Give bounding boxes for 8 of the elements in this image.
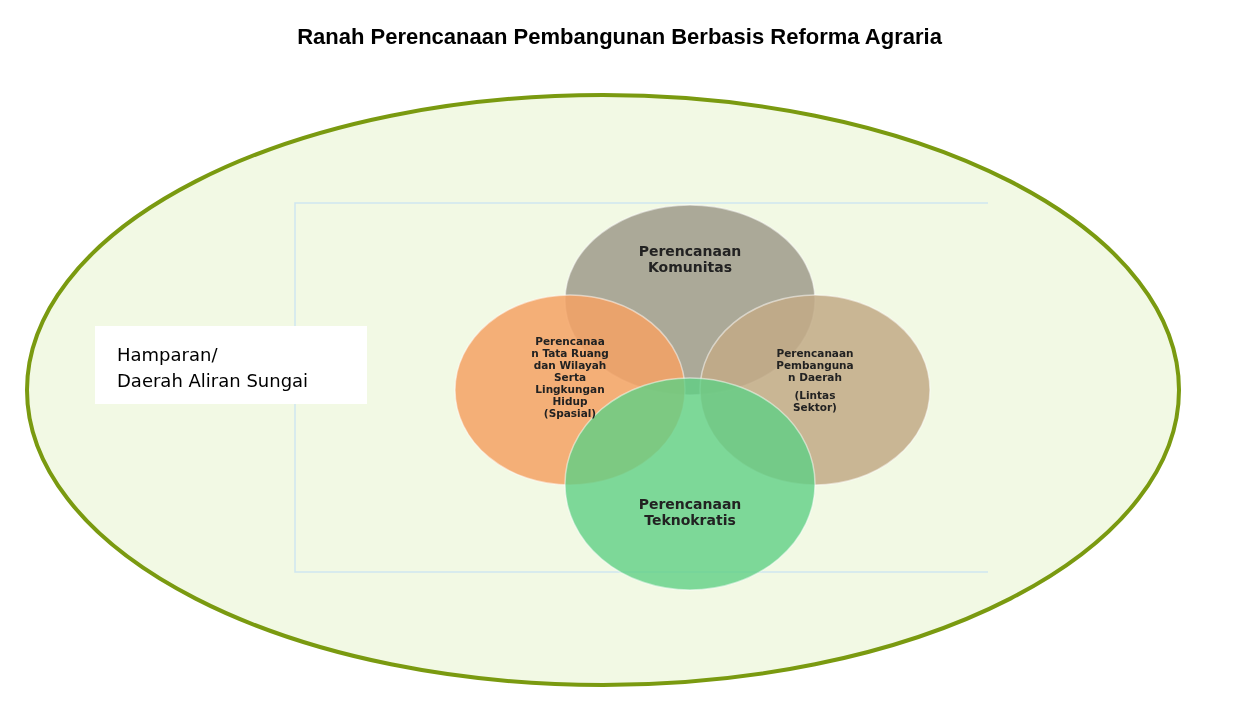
diagram-title: Ranah Perencanaan Pembangunan Berbasis Reforma Agraria xyxy=(296,24,943,50)
text-box xyxy=(95,326,367,404)
circle-label: Perencanaan Teknokratis xyxy=(637,496,743,529)
circle-label: Perencanaan Pembanguna n Daerah xyxy=(775,347,855,384)
circle-label: Perencanaa n Tata Ruang dan Wilayah Serta Lingkungan Hidup (Spasial) xyxy=(530,335,610,420)
region-label: Hamparan/ Daerah Aliran Sungai xyxy=(117,343,310,393)
circle-label: Perencanaan Komunitas xyxy=(637,243,743,276)
circle-label: (Lintas Sektor) xyxy=(792,389,838,414)
